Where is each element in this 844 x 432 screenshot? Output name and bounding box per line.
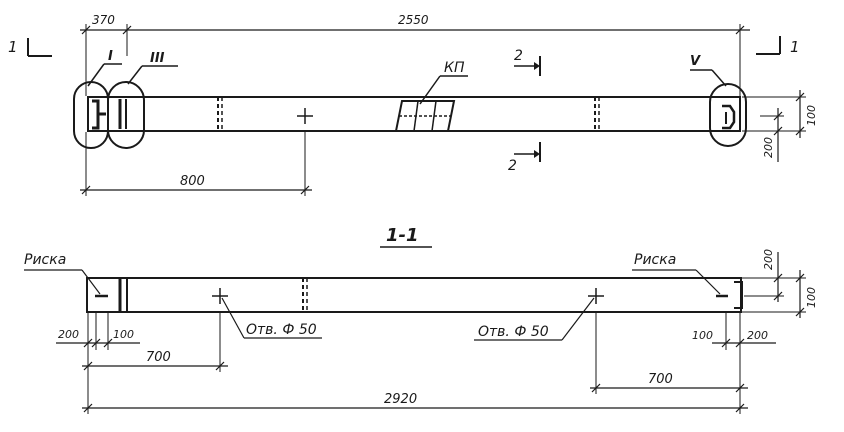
label-riska-right: Риска bbox=[634, 252, 676, 268]
section-title: 1-1 bbox=[386, 225, 419, 246]
label-riska-left: Риска bbox=[24, 252, 66, 268]
section-2-top: 2 bbox=[514, 48, 523, 64]
hole-mark-left bbox=[212, 288, 228, 304]
dim-800: 800 bbox=[180, 174, 205, 189]
callout-I: I bbox=[108, 49, 113, 64]
section-1-left: 1 bbox=[8, 38, 18, 56]
dim-700-right: 700 bbox=[648, 372, 673, 387]
kp-plate bbox=[394, 100, 456, 132]
dim-200-right: 200 bbox=[747, 329, 768, 342]
kp-leader bbox=[419, 75, 441, 105]
plan-dim-200: 200 bbox=[762, 137, 775, 158]
callout-V: V bbox=[690, 54, 701, 69]
plan-dim-100: 100 bbox=[805, 105, 818, 126]
section-1-1-view: 1-1 Риска Риска Отв. Ф 50 bbox=[24, 225, 818, 414]
dim-200-left: 200 bbox=[58, 328, 79, 341]
section-1-right: 1 bbox=[790, 38, 800, 56]
detail-oval-III bbox=[107, 81, 145, 149]
dim-100-right: 100 bbox=[692, 329, 713, 342]
plan-view: КП I III V 1 1 2 2 bbox=[8, 13, 818, 196]
dim-700-left: 700 bbox=[146, 350, 171, 365]
detail-oval-V bbox=[709, 83, 747, 147]
dim-2550: 2550 bbox=[398, 13, 429, 27]
hole-mark-right bbox=[588, 288, 604, 304]
dim-100-left: 100 bbox=[113, 328, 134, 341]
elev-dim-100: 100 bbox=[805, 287, 818, 308]
beam-elevation-outline bbox=[86, 277, 742, 313]
dim-370: 370 bbox=[92, 13, 115, 27]
callout-III: III bbox=[150, 51, 165, 66]
elev-dim-200: 200 bbox=[762, 249, 775, 270]
section-2-bottom: 2 bbox=[508, 158, 517, 174]
dim-2920: 2920 bbox=[384, 392, 417, 407]
label-hole-right: Отв. Ф 50 bbox=[478, 324, 549, 340]
label-hole-left: Отв. Ф 50 bbox=[246, 322, 317, 338]
label-KP: КП bbox=[444, 60, 465, 76]
